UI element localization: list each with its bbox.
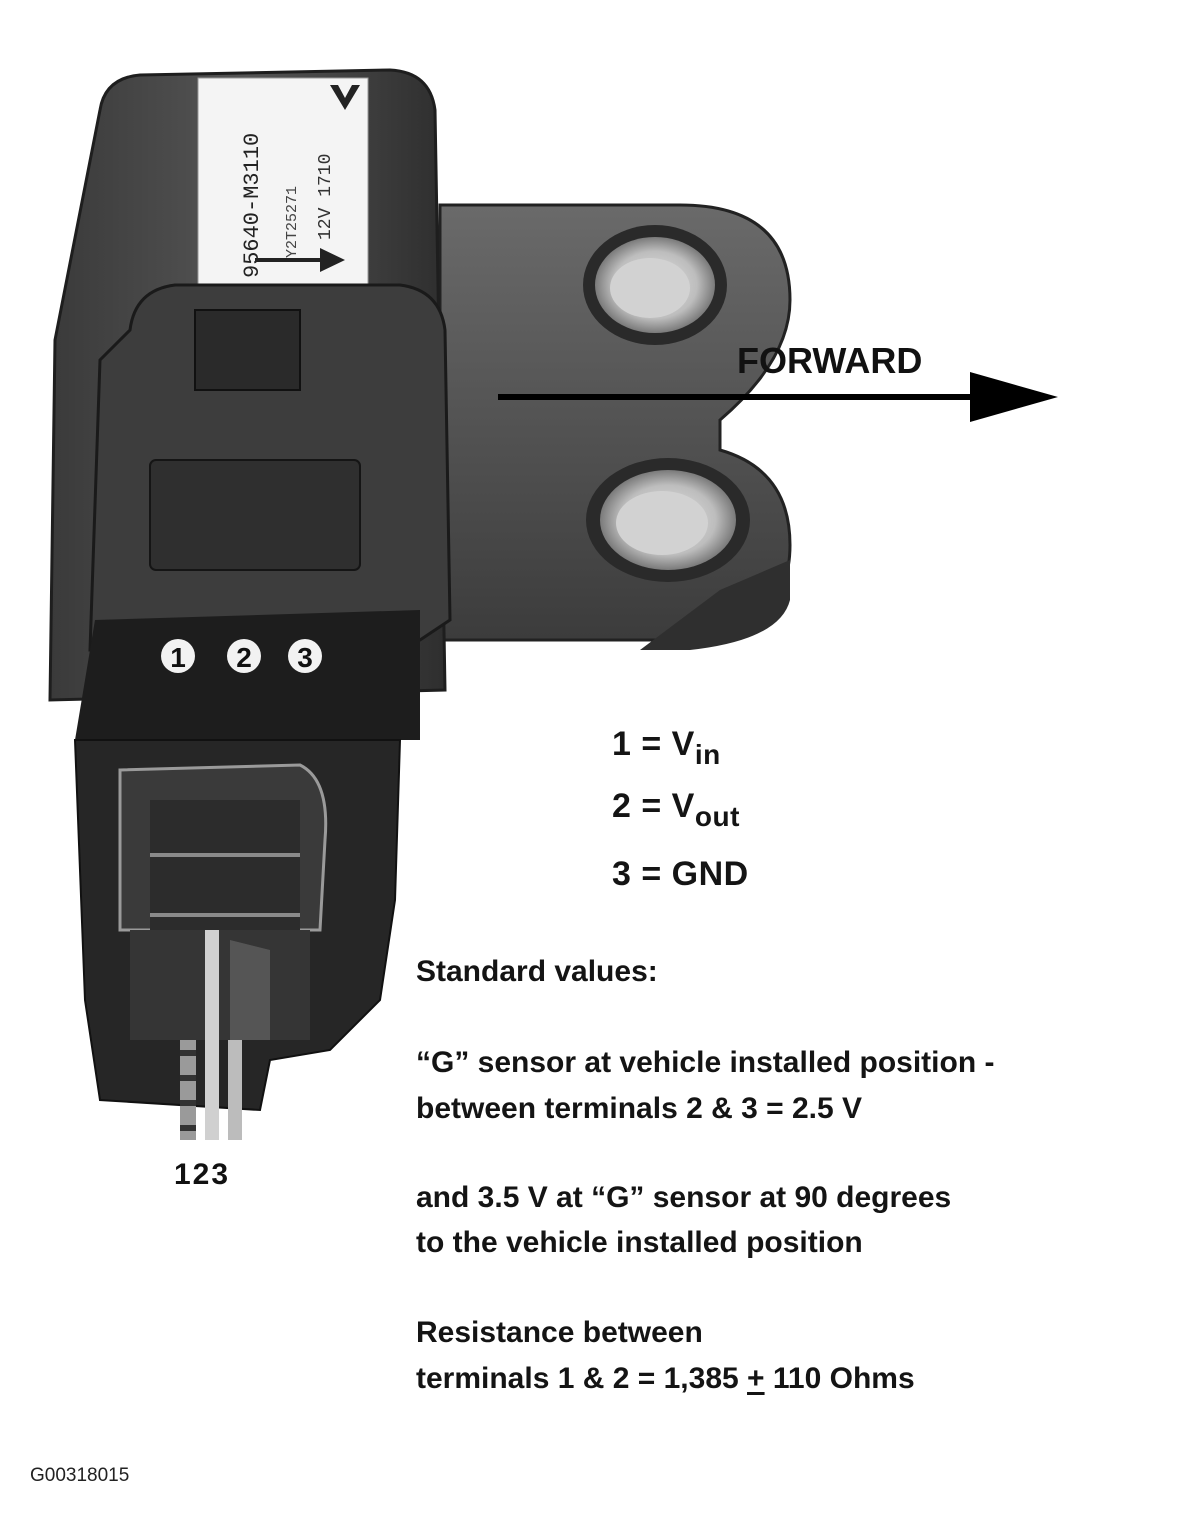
rotated-line-2: to the vehicle installed position	[416, 1226, 863, 1259]
pin-number: 3	[612, 855, 632, 893]
label-arrow-icon	[255, 248, 345, 272]
standard-values-title: Standard values:	[416, 955, 658, 988]
resistance-line-1: Resistance between	[416, 1316, 703, 1349]
sensor-label	[197, 77, 369, 294]
figure-id: G00318015	[30, 1465, 130, 1486]
pin-number: 2	[612, 787, 632, 825]
label-serial: Y2T25271	[284, 186, 301, 258]
wire-1	[180, 1040, 196, 1140]
wire-2	[205, 930, 219, 1140]
wire-numbers: 123	[174, 1158, 231, 1191]
terminal-circles: 1 2 3	[161, 639, 322, 673]
g-sensor-line-1: “G” sensor at vehicle installed position…	[416, 1046, 995, 1079]
terminal-circle-1: 1	[170, 642, 186, 673]
terminal-circle-2: 2	[236, 642, 252, 673]
pin-legend-row: 3 = GND	[612, 855, 749, 893]
label-rating: 12V 1710	[316, 154, 336, 240]
resistance-line-2: terminals 1 & 2 = 1,385 + 110 Ohms	[416, 1362, 915, 1395]
terminal-circle-3: 3	[297, 642, 313, 673]
pin-number: 1	[612, 725, 632, 763]
pin-legend-row: 2 = Vout	[612, 787, 740, 832]
manufacturer-logo	[330, 85, 360, 110]
rotated-line-1: and 3.5 V at “G” sensor at 90 degrees	[416, 1181, 952, 1214]
wire-3	[228, 1040, 242, 1140]
g-sensor-line-2: between terminals 2 & 3 = 2.5 V	[416, 1092, 863, 1125]
forward-label: FORWARD	[737, 340, 923, 381]
pin-legend-row: 1 = Vin	[612, 725, 721, 770]
plus-minus-sign: +	[747, 1362, 765, 1395]
label-part-number: 95640-M3110	[240, 133, 265, 278]
